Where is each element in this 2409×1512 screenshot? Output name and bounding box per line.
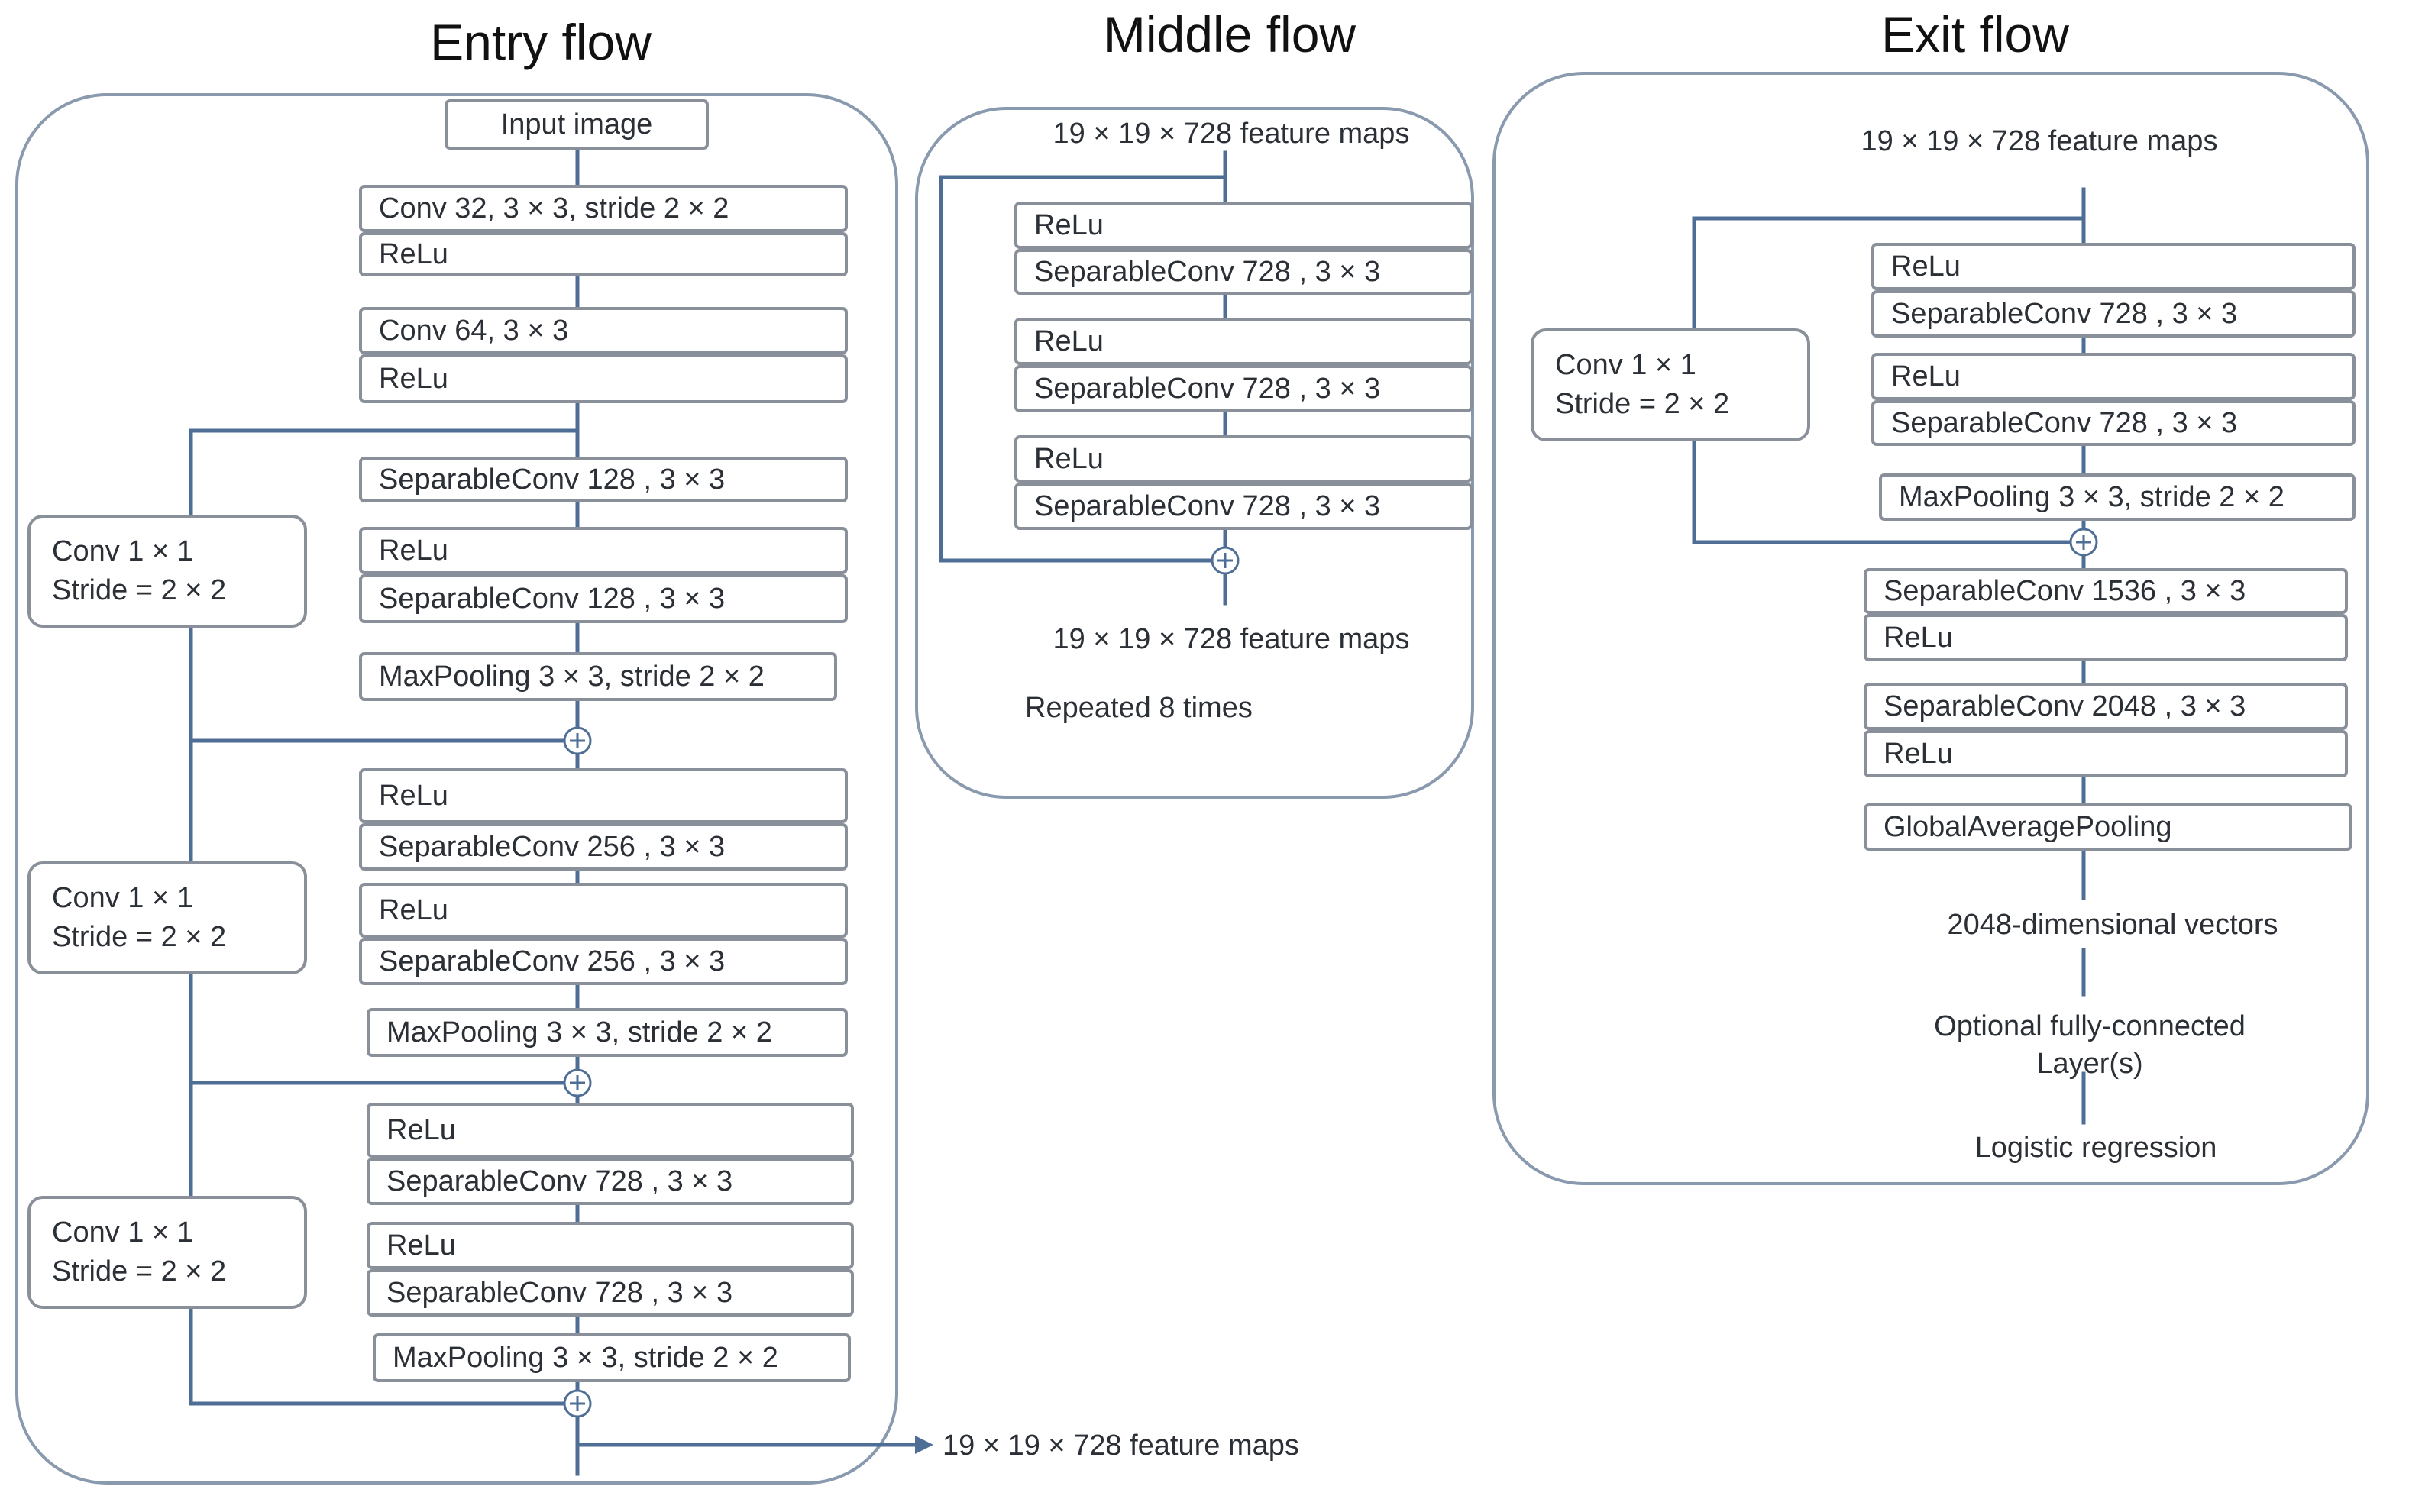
input-image-box: Input image bbox=[445, 99, 709, 150]
relu-box: ReLu bbox=[1014, 318, 1473, 365]
separable-conv-256-box: SeparableConv 256 , 3 × 3 bbox=[359, 823, 848, 871]
entry-flow-panel bbox=[15, 93, 898, 1485]
separable-conv-728-box: SeparableConv 728 , 3 × 3 bbox=[1014, 483, 1473, 530]
middle-output-label: 19 × 19 × 728 feature maps bbox=[1053, 623, 1410, 655]
separable-conv-728-box: SeparableConv 728 , 3 × 3 bbox=[367, 1158, 854, 1205]
skip-stride-label: Stride = 2 × 2 bbox=[52, 921, 227, 953]
entry-output-label: 19 × 19 × 728 feature maps bbox=[943, 1430, 1299, 1462]
separable-conv-128-box: SeparableConv 128 , 3 × 3 bbox=[359, 574, 848, 623]
separable-conv-728-box: SeparableConv 728 , 3 × 3 bbox=[1014, 249, 1473, 295]
relu-box: ReLu bbox=[359, 768, 848, 823]
vectors-label: 2048-dimensional vectors bbox=[1947, 909, 2278, 941]
conv32-box: Conv 32, 3 × 3, stride 2 × 2 bbox=[359, 185, 848, 232]
separable-conv-1536-box: SeparableConv 1536 , 3 × 3 bbox=[1864, 568, 2348, 614]
maxpooling-box: MaxPooling 3 × 3, stride 2 × 2 bbox=[1879, 473, 2356, 521]
global-average-pooling-box: GlobalAveragePooling bbox=[1864, 803, 2352, 851]
relu-box: ReLu bbox=[1014, 202, 1473, 249]
middle-input-label: 19 × 19 × 728 feature maps bbox=[1053, 118, 1410, 150]
maxpooling-box: MaxPooling 3 × 3, stride 2 × 2 bbox=[367, 1008, 848, 1057]
middle-flow-title: Middle flow bbox=[1103, 6, 1356, 63]
skip-conv-label: Conv 1 × 1 bbox=[1555, 348, 1696, 381]
skip-stride-label: Stride = 2 × 2 bbox=[52, 1255, 227, 1287]
entry-flow-title: Entry flow bbox=[430, 14, 652, 70]
relu-box: ReLu bbox=[1871, 353, 2356, 400]
separable-conv-256-box: SeparableConv 256 , 3 × 3 bbox=[359, 938, 848, 985]
maxpooling-box: MaxPooling 3 × 3, stride 2 × 2 bbox=[359, 652, 837, 701]
skip-conv-1x1-box: Conv 1 × 1 Stride = 2 × 2 bbox=[27, 1196, 307, 1309]
relu-box: ReLu bbox=[359, 354, 848, 403]
skip-conv-label: Conv 1 × 1 bbox=[52, 535, 193, 567]
repeated-label: Repeated 8 times bbox=[1025, 692, 1253, 724]
fc-line-2: Layer(s) bbox=[2036, 1048, 2143, 1081]
relu-box: ReLu bbox=[1864, 730, 2348, 777]
skip-stride-label: Stride = 2 × 2 bbox=[52, 574, 227, 606]
maxpooling-box: MaxPooling 3 × 3, stride 2 × 2 bbox=[373, 1333, 851, 1382]
relu-box: ReLu bbox=[1014, 435, 1473, 483]
separable-conv-2048-box: SeparableConv 2048 , 3 × 3 bbox=[1864, 683, 2348, 730]
separable-conv-728-box: SeparableConv 728 , 3 × 3 bbox=[1014, 365, 1473, 412]
fc-line-1: Optional fully-connected bbox=[1934, 1010, 2246, 1042]
skip-conv-label: Conv 1 × 1 bbox=[52, 1216, 193, 1249]
separable-conv-728-box: SeparableConv 728 , 3 × 3 bbox=[1871, 290, 2356, 338]
relu-box: ReLu bbox=[367, 1222, 854, 1269]
exit-flow-title: Exit flow bbox=[1881, 6, 2069, 63]
separable-conv-728-box: SeparableConv 728 , 3 × 3 bbox=[1871, 400, 2356, 446]
relu-box: ReLu bbox=[359, 232, 848, 276]
conv64-box: Conv 64, 3 × 3 bbox=[359, 307, 848, 354]
relu-box: ReLu bbox=[367, 1103, 854, 1158]
skip-conv-1x1-box: Conv 1 × 1 Stride = 2 × 2 bbox=[27, 861, 307, 974]
skip-stride-label: Stride = 2 × 2 bbox=[1555, 388, 1730, 420]
skip-conv-1x1-box: Conv 1 × 1 Stride = 2 × 2 bbox=[27, 515, 307, 628]
relu-box: ReLu bbox=[359, 527, 848, 574]
separable-conv-728-box: SeparableConv 728 , 3 × 3 bbox=[367, 1269, 854, 1317]
relu-box: ReLu bbox=[359, 883, 848, 938]
skip-conv-label: Conv 1 × 1 bbox=[52, 881, 193, 914]
relu-box: ReLu bbox=[1871, 243, 2356, 290]
logistic-regression-label: Logistic regression bbox=[1974, 1132, 2217, 1164]
exit-input-label: 19 × 19 × 728 feature maps bbox=[1861, 125, 2218, 157]
relu-box: ReLu bbox=[1864, 614, 2348, 661]
middle-flow-panel bbox=[915, 107, 1474, 799]
skip-conv-1x1-box: Conv 1 × 1 Stride = 2 × 2 bbox=[1531, 328, 1810, 441]
output-arrow-head bbox=[915, 1436, 933, 1454]
fully-connected-label: Optional fully-connected Layer(s) bbox=[1934, 1008, 2246, 1084]
exit-flow-panel bbox=[1492, 72, 2369, 1185]
separable-conv-128-box: SeparableConv 128 , 3 × 3 bbox=[359, 457, 848, 502]
